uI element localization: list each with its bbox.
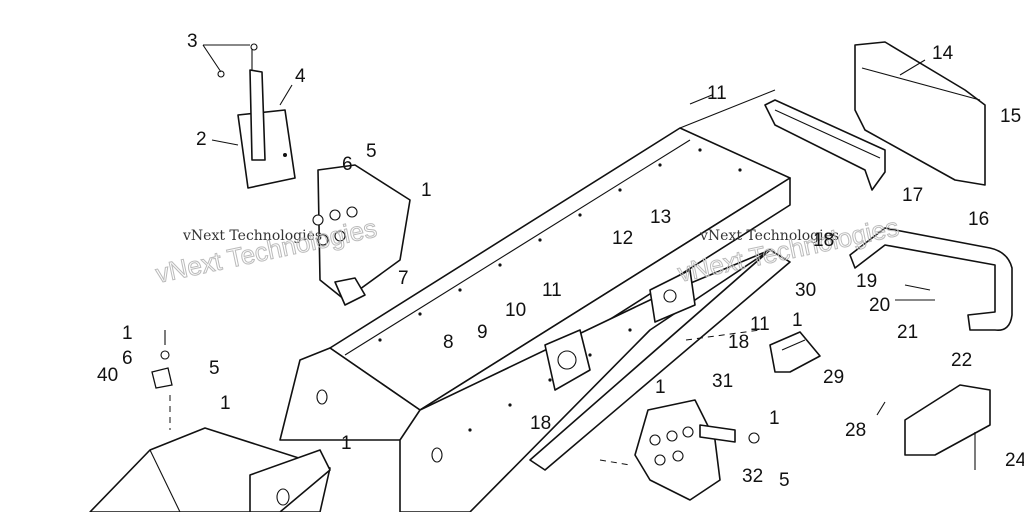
callout-1-g: 1	[769, 408, 780, 429]
callout-40: 40	[97, 365, 118, 386]
callout-3: 3	[187, 31, 198, 52]
callout-14: 14	[932, 43, 954, 64]
chassis-tunnel	[279, 89, 791, 512]
callout-5-b: 5	[209, 358, 220, 379]
callout-32: 32	[742, 466, 763, 487]
rear-bracket-17	[764, 99, 886, 191]
callout-15: 15	[1000, 106, 1021, 127]
callout-19: 19	[856, 271, 877, 292]
callout-22: 22	[951, 350, 972, 371]
bearing-plate-10	[544, 329, 591, 391]
callout-29: 29	[823, 367, 844, 388]
callout-4: 4	[295, 66, 306, 87]
callout-10: 10	[505, 300, 526, 321]
mount-bracket-31	[634, 399, 760, 501]
callouts: 3 4 2 5 6 1 7 1 6 5 40 1 1 8 9 10 11 18 …	[97, 31, 1024, 491]
callout-1-c: 1	[220, 393, 231, 414]
heat-shield-14	[854, 41, 986, 186]
callout-24: 24	[1005, 450, 1024, 471]
callout-8: 8	[443, 332, 454, 353]
callout-17: 17	[902, 185, 923, 206]
bracket-assembly-7	[312, 164, 411, 306]
callout-6-b: 6	[122, 348, 133, 369]
callout-18: 18	[530, 413, 551, 434]
callout-5-c: 5	[779, 470, 790, 491]
callout-1-b: 1	[122, 323, 133, 344]
callout-20: 20	[869, 295, 890, 316]
callout-16: 16	[968, 209, 989, 230]
watermark-text: vNext Technologies	[182, 228, 322, 244]
lower-left-shroud	[89, 427, 331, 512]
bearing-plate-12	[649, 269, 696, 323]
callout-18-b: 18	[813, 230, 834, 251]
callout-13: 13	[650, 207, 671, 228]
callout-11-b: 11	[707, 83, 727, 104]
callout-28: 28	[845, 420, 866, 441]
cover-23	[904, 384, 991, 470]
callout-5: 5	[366, 141, 377, 162]
callout-11-c: 11	[750, 314, 770, 335]
rivet-row	[378, 148, 742, 432]
clamp-29	[769, 331, 821, 373]
callout-21: 21	[897, 322, 918, 343]
leader-lines	[202, 44, 935, 466]
callout-18-c: 18	[728, 332, 749, 353]
bumper-bar-16	[849, 227, 1013, 332]
callout-1-e: 1	[792, 310, 803, 331]
callout-30: 30	[795, 280, 816, 301]
callout-9: 9	[477, 322, 488, 343]
callout-7: 7	[398, 268, 409, 289]
callout-11: 11	[542, 280, 562, 301]
small-hardware-left	[151, 330, 173, 430]
callout-1-f: 1	[655, 377, 666, 398]
watermark-text-right: vNext Technologies	[699, 228, 839, 244]
callout-6: 6	[342, 154, 353, 175]
callout-1-d: 1	[341, 433, 352, 454]
callout-31: 31	[712, 371, 733, 392]
callout-1: 1	[421, 180, 432, 201]
bracket-assembly-2	[217, 43, 296, 189]
callout-12: 12	[612, 228, 633, 249]
callout-2: 2	[196, 129, 207, 150]
